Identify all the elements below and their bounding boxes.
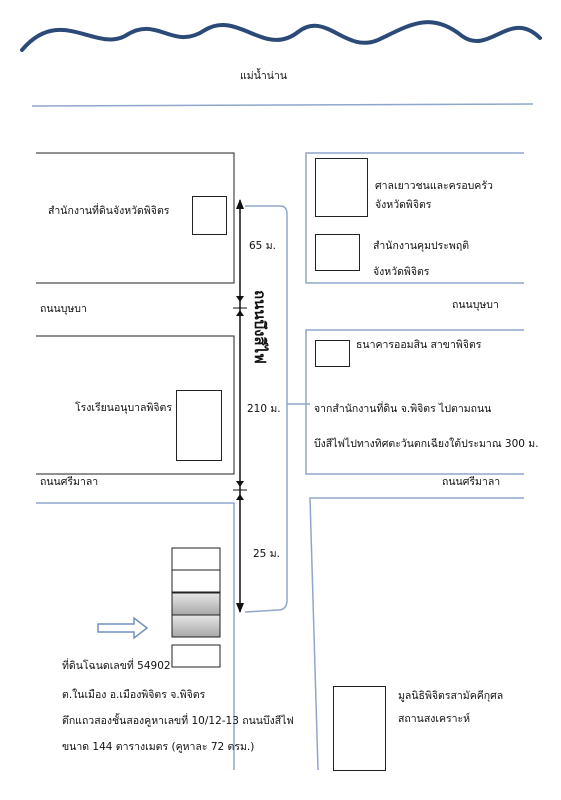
probation-office-building xyxy=(315,234,360,271)
land-office-building xyxy=(192,196,227,235)
youth-court-label-1: ศาลเยาวชนและครอบครัว xyxy=(375,180,493,192)
shophouse-row-2 xyxy=(171,569,221,593)
arrow-mid1-up xyxy=(236,296,244,302)
road-bupha-left-label: ถนนบุษบา xyxy=(40,303,87,315)
arrow-mid2-down xyxy=(236,494,244,500)
property-line-1: ที่ดินโฉนดเลขที่ 54902 xyxy=(62,660,171,672)
shophouse-row-1 xyxy=(171,547,221,571)
road-edge-lower-left xyxy=(36,502,235,770)
gsb-bank-building xyxy=(315,340,350,367)
block-mid-left xyxy=(36,335,235,475)
arrow-mid2-up xyxy=(236,481,244,487)
foundation-label-1: มูลนิธิพิจิตรสามัคคีกุศล xyxy=(398,690,504,702)
arrow-top xyxy=(236,199,244,209)
distance-label-2: 210 ม. xyxy=(247,403,281,415)
road-srimala-right-label: ถนนศรีมาลา xyxy=(442,476,501,488)
youth-court-building xyxy=(315,158,368,217)
road-bupha-right-label: ถนนบุษบา xyxy=(452,299,499,311)
block-mid-right xyxy=(305,329,524,475)
probation-label-1: สำนักงานคุมประพฤติ xyxy=(373,240,470,252)
arrow-bottom xyxy=(236,603,244,613)
shophouse-unit-1 xyxy=(171,592,221,616)
river-wave xyxy=(20,20,542,52)
river-label: แม่น้ำน่าน xyxy=(240,70,288,82)
youth-court-label-2: จังหวัดพิจิตร xyxy=(375,199,432,211)
kindergarten-label: โรงเรียนอนุบาลพิจิตร xyxy=(75,402,172,414)
distance-label-1: 65 ม. xyxy=(249,240,276,252)
probation-label-2: จังหวัดพิจิตร xyxy=(373,266,430,278)
property-line-2: ต.ในเมือง อ.เมืองพิจิตร จ.พิจิตร xyxy=(62,689,206,701)
distance-label-3: 25 ม. xyxy=(253,548,280,560)
land-office-label: สำนักงานที่ดินจังหวัดพิจิตร xyxy=(48,205,170,217)
arrow-mid1-down xyxy=(236,310,244,316)
road-srimala-left-label: ถนนศรีมาลา xyxy=(40,476,99,488)
gsb-bank-label: ธนาคารออมสิน สาขาพิจิตร xyxy=(356,339,482,351)
river-bank-line xyxy=(31,103,534,107)
directions-line-1: จากสำนักงานที่ดิน จ.พิจิตร ไปตามถนน xyxy=(314,403,492,415)
foundation-label-2: สถานสงเคราะห์ xyxy=(398,713,471,725)
block-top-right xyxy=(305,152,524,284)
shophouse-unit-2 xyxy=(171,614,221,638)
pointer-arrow xyxy=(97,616,149,640)
directions-line-2: บึงสีไฟไปทางทิศตะวันตกเฉียงใต้ประมาณ 300… xyxy=(314,438,539,450)
kindergarten-building xyxy=(176,390,222,461)
road-edge-lower-right xyxy=(309,497,524,771)
route-bracket xyxy=(244,205,310,613)
main-road-label: ถนนบึงสีไฟ xyxy=(251,290,269,364)
shophouse-row-5 xyxy=(171,644,221,668)
foundation-building xyxy=(333,686,386,771)
block-top-left xyxy=(36,152,235,284)
property-line-3: ตึกแถวสองชั้นสองคูหาเลขที่ 10/12-13 ถนนบ… xyxy=(62,715,294,727)
property-line-4: ขนาด 144 ตารางเมตร (คูหาละ 72 ตรม.) xyxy=(62,741,255,753)
